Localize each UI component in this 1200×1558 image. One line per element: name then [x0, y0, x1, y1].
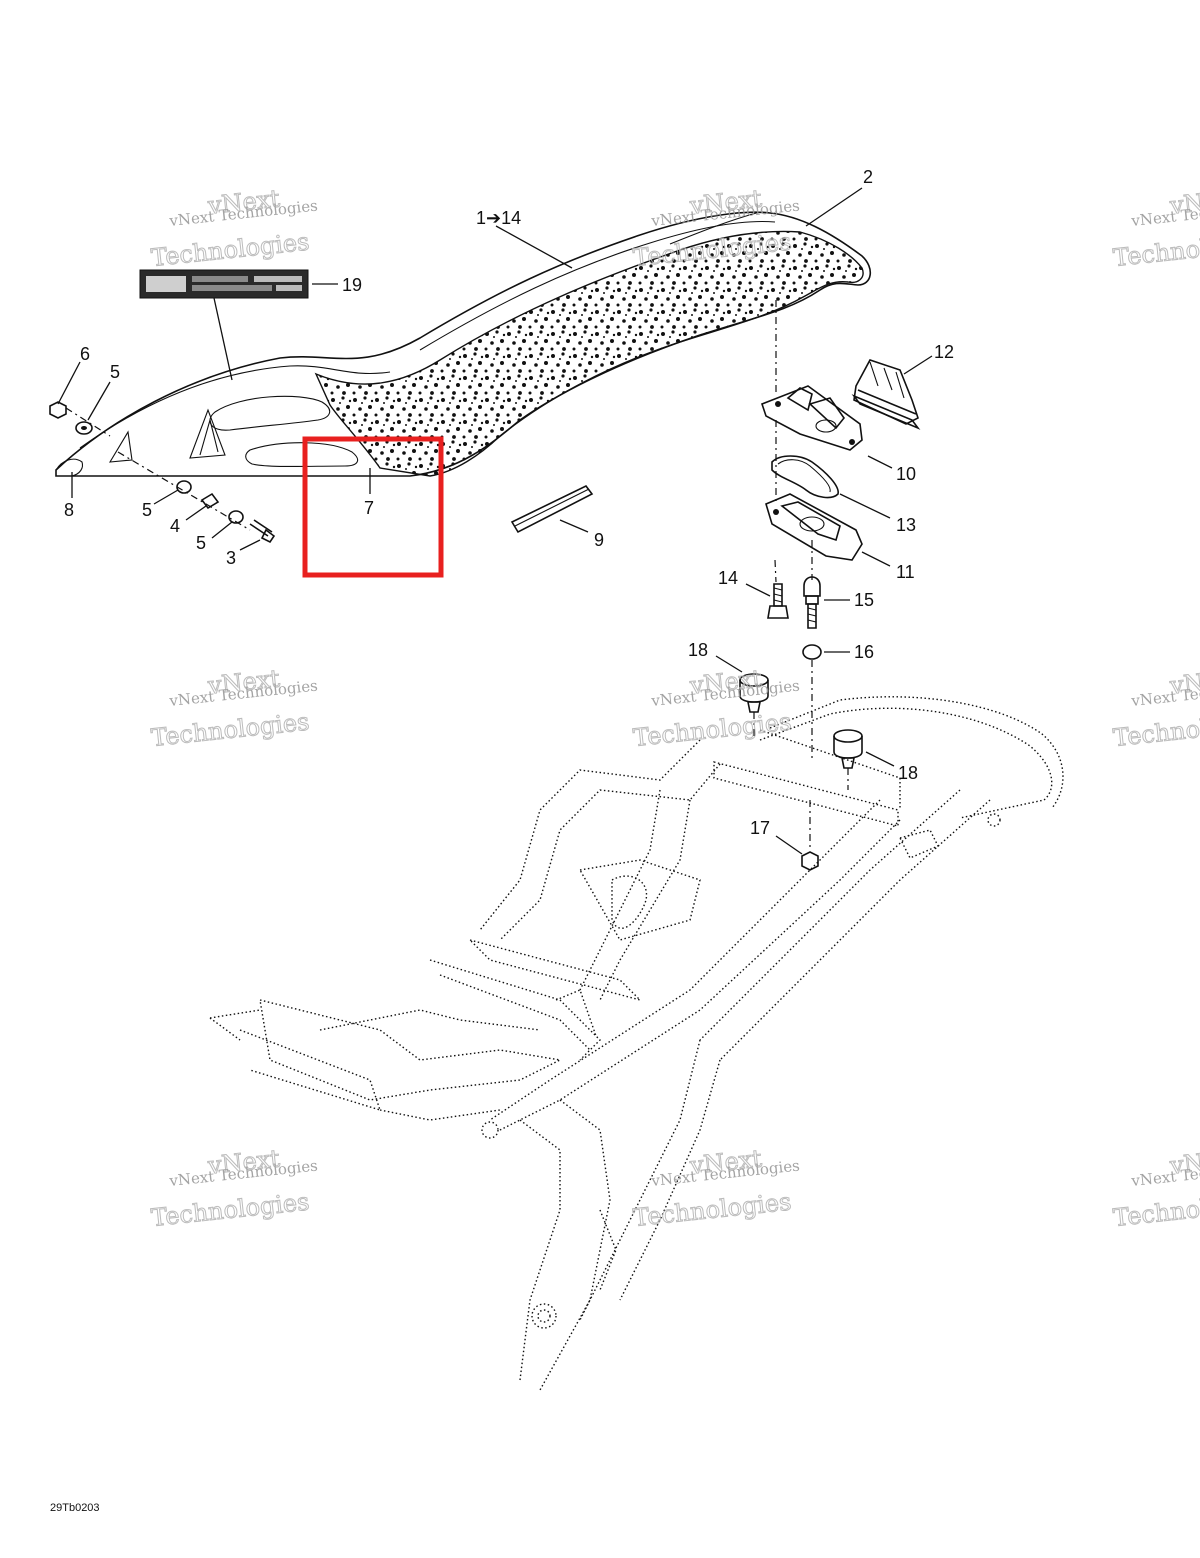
callout-8: 8: [64, 500, 74, 520]
svg-text:Technologies: Technologies: [632, 1188, 793, 1232]
nut-16: [802, 644, 822, 660]
seat-edge: [79, 365, 391, 449]
decal-19: [139, 269, 309, 299]
svg-text:Technologies: Technologies: [150, 228, 311, 272]
seat-rear-tip: [55, 458, 84, 477]
callout-19: 19: [342, 275, 362, 295]
spacer-4: [200, 492, 220, 510]
svg-text:Technologies: Technologies: [150, 708, 311, 752]
mount-bracket-10: [761, 385, 863, 451]
side-emboss: [189, 408, 226, 459]
nut-6: [49, 401, 67, 419]
svg-text:Technologies: Technologies: [1112, 228, 1200, 272]
hardware-left: [49, 401, 276, 544]
callout-18-left: 18: [688, 640, 708, 660]
highlight-box: [302, 436, 444, 578]
callout-7: 7: [364, 498, 374, 518]
callout-1-14: 1➔14: [476, 208, 521, 228]
svg-text:Technologies: Technologies: [632, 708, 793, 752]
svg-text:Technologies: Technologies: [150, 1188, 311, 1232]
callout-14: 14: [718, 568, 738, 588]
latch-12: [851, 359, 921, 430]
diagram-code: 29Tb0203: [50, 1502, 100, 1514]
watermark: vNext vNext Technologies Technologies: [1111, 664, 1200, 753]
callout-5-mid: 5: [142, 500, 152, 520]
bumper-18-left: [739, 673, 769, 713]
watermark: vNext vNext Technologies Technologies: [631, 664, 800, 753]
watermark: vNext vNext Technologies Technologies: [149, 184, 318, 273]
strip-9: [510, 484, 594, 534]
bumper-18-right: [833, 729, 863, 769]
callout-12: 12: [934, 342, 954, 362]
watermark: vNext vNext Technologies Technologies: [1111, 1144, 1200, 1233]
bracket-triangle: [108, 430, 133, 463]
leader-lines: [57, 187, 933, 855]
svg-text:Technologies: Technologies: [1112, 708, 1200, 752]
seat-assembly: [55, 211, 871, 477]
seat-upper-edge: [419, 220, 776, 351]
callout-3: 3: [226, 548, 236, 568]
nut-17: [801, 851, 819, 871]
callout-15: 15: [854, 590, 874, 610]
callouts: 1➔14 2 3 4 5 5 5 6 7 8 9 10 11 12 13 14 …: [64, 167, 954, 838]
washer-5-mid: [176, 480, 192, 494]
callout-4: 4: [170, 516, 180, 536]
mount-base-11: [765, 493, 863, 561]
side-emboss-inner: [199, 417, 219, 456]
vehicle-frame: [209, 696, 1064, 1391]
watermark: vNext vNext Technologies Technologies: [149, 1144, 318, 1233]
gasket-13: [771, 455, 839, 499]
svg-text:Technologies: Technologies: [1112, 1188, 1200, 1232]
washer-5-lower: [228, 510, 244, 524]
side-cutout-lower: [245, 442, 359, 468]
watermark: vNext vNext Technologies Technologies: [149, 664, 318, 753]
washer-5-upper: [75, 421, 93, 435]
callout-17: 17: [750, 818, 770, 838]
callout-9: 9: [594, 530, 604, 550]
callout-10: 10: [896, 464, 916, 484]
callout-2: 2: [863, 167, 873, 187]
watermark: vNext vNext Technologies Technologies: [1111, 184, 1200, 273]
bolt-3: [249, 519, 273, 537]
stud-15: [803, 576, 821, 629]
watermark: vNext vNext Technologies Technologies: [631, 1144, 800, 1233]
seat-foam: [314, 230, 864, 477]
bolt-14: [767, 583, 789, 619]
callout-5-lower: 5: [196, 533, 206, 553]
callout-16: 16: [854, 642, 874, 662]
callout-6: 6: [80, 344, 90, 364]
callout-11: 11: [896, 562, 915, 582]
assembly-centerlines: [753, 300, 849, 850]
callout-13: 13: [896, 515, 916, 535]
callout-18-right: 18: [898, 763, 918, 783]
seat-cover-outline: [55, 211, 871, 477]
side-cutout-upper: [209, 395, 331, 431]
callout-5-upper: 5: [110, 362, 120, 382]
